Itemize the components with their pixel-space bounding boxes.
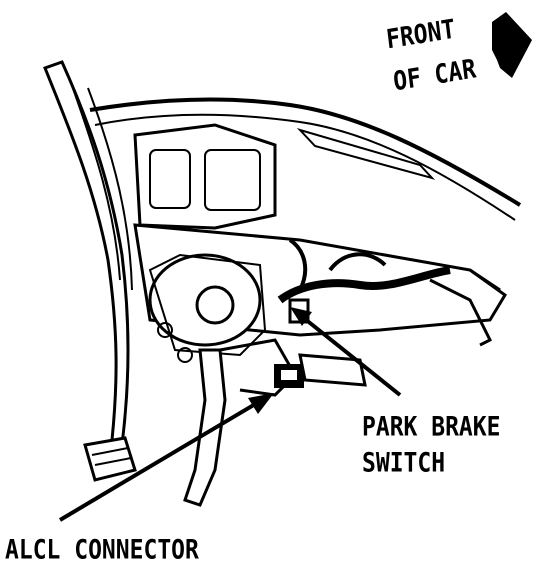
bolt-1 (157, 322, 173, 338)
dashboard-top-edge-inner (94, 113, 516, 221)
column-hub (195, 285, 235, 325)
steering-column (148, 253, 262, 347)
park-brake-switch-label-line1: PARK BRAKE (362, 412, 501, 443)
alcl-connector-pins (281, 370, 297, 380)
defrost-vent (296, 128, 436, 180)
right-side-bracket (298, 353, 367, 387)
dashboard-top-edge (89, 97, 522, 207)
park-brake-callout-arrowhead (290, 307, 312, 326)
brake-pedal-arm (183, 348, 227, 507)
column-bracket (148, 253, 267, 357)
alcl-callout-line (58, 398, 264, 522)
front-direction-arrow-icon (492, 12, 532, 78)
instrument-opening (149, 149, 191, 209)
park-brake-switch-label-line2: SWITCH (362, 448, 446, 479)
park-brake-callout-line (298, 313, 402, 397)
a-pillar (43, 60, 130, 448)
wiring-harness-branch (288, 238, 387, 291)
a-pillar-inner (69, 79, 133, 291)
pedal-pad-ridges (91, 447, 132, 466)
right-side-linkage (429, 268, 501, 347)
alcl-callout-arrowhead (248, 393, 274, 414)
instrument-opening-right (204, 149, 261, 211)
alcl-connector-label: ALCL CONNECTOR (5, 535, 199, 566)
bolt-2 (177, 347, 193, 363)
